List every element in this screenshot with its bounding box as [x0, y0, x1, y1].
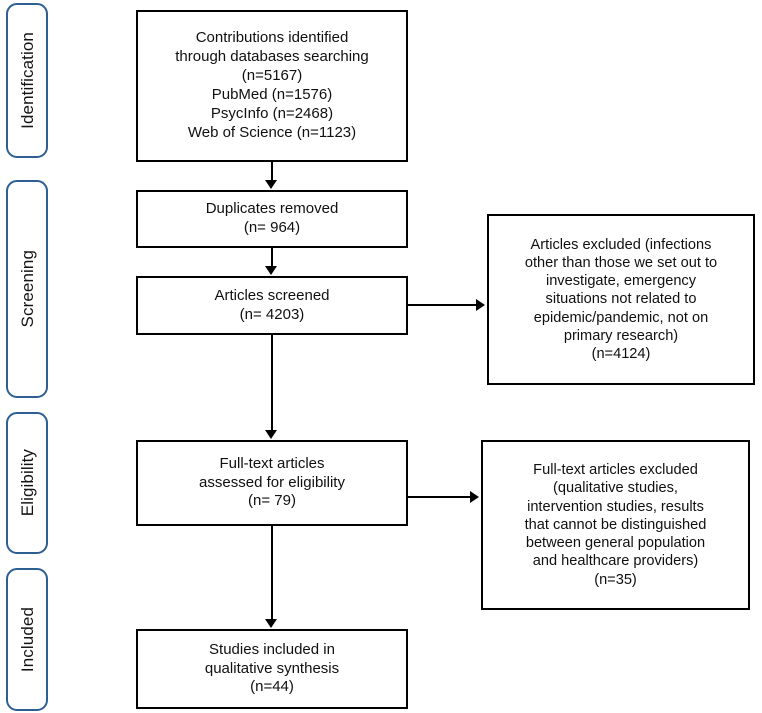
box-full-text-excluded: Full-text articles excluded (qualitative… [481, 440, 750, 610]
stage-included: Included [6, 568, 48, 711]
stage-included-label: Included [17, 606, 37, 673]
connector-screened-to-excluded [408, 304, 477, 306]
arrowhead-screened-to-fulltext [265, 430, 277, 439]
arrowhead-fulltext-to-excluded [470, 491, 479, 503]
stage-screening-label: Screening [17, 250, 37, 328]
box-records-identified-text: Contributions identified through databas… [175, 29, 369, 141]
box-duplicates-removed-text: Duplicates removed (n= 964) [205, 200, 339, 236]
box-records-identified: Contributions identified through databas… [136, 10, 408, 162]
connector-fulltext-to-included [271, 526, 273, 620]
box-full-text-assessed-text: Full-text articles assessed for eligibil… [199, 454, 345, 510]
stage-screening: Screening [6, 180, 48, 398]
arrowhead-identified-to-duplicates [265, 180, 277, 189]
box-articles-excluded-screening-text: Articles excluded (infections other than… [524, 236, 718, 363]
stage-eligibility-label: Eligibility [17, 449, 37, 517]
connector-duplicates-to-screened [271, 248, 273, 267]
box-duplicates-removed: Duplicates removed (n= 964) [136, 190, 408, 248]
arrowhead-screened-to-excluded [476, 299, 485, 311]
stage-identification: Identification [6, 3, 48, 158]
box-studies-included: Studies included in qualitative synthesi… [136, 629, 408, 709]
box-full-text-excluded-text: Full-text articles excluded (qualitative… [524, 462, 707, 588]
box-articles-screened: Articles screened (n= 4203) [136, 276, 408, 335]
box-articles-excluded-screening: Articles excluded (infections other than… [487, 214, 755, 385]
stage-eligibility: Eligibility [6, 412, 48, 554]
box-studies-included-text: Studies included in qualitative synthesi… [204, 640, 340, 696]
box-full-text-assessed: Full-text articles assessed for eligibil… [136, 440, 408, 526]
connector-identified-to-duplicates [271, 162, 273, 182]
arrowhead-fulltext-to-included [265, 619, 277, 628]
box-articles-screened-text: Articles screened (n= 4203) [214, 286, 330, 323]
arrowhead-duplicates-to-screened [265, 266, 277, 275]
connector-fulltext-to-excluded [408, 496, 471, 498]
stage-identification-label: Identification [17, 32, 37, 129]
connector-screened-to-fulltext [271, 335, 273, 431]
